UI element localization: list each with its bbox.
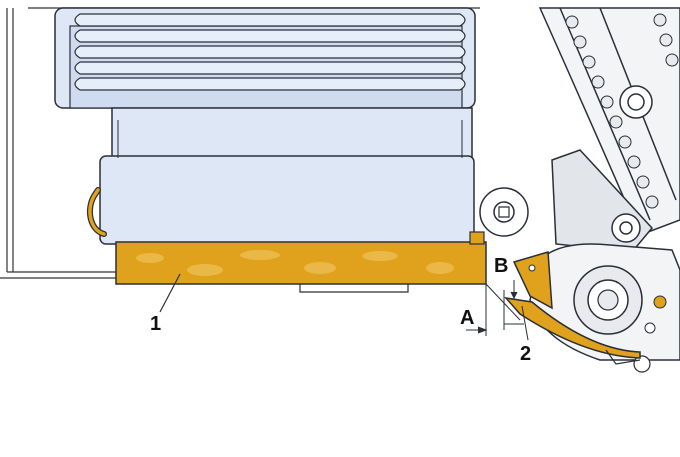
pad-bracket [299, 284, 409, 293]
bracket-link [551, 149, 653, 253]
housing-block [99, 107, 475, 245]
label-part-1: 1 [150, 313, 161, 335]
label-dimension-a: A [460, 307, 474, 329]
part-2-scraper [504, 251, 641, 365]
leader-line-1 [159, 273, 181, 313]
dimension-lines [466, 280, 529, 341]
bellows-folds [74, 13, 466, 91]
label-part-2: 2 [520, 343, 531, 365]
label-dimension-b: B [494, 255, 508, 277]
bellows-assembly [54, 7, 476, 109]
bolt-main [619, 85, 653, 119]
part-1-pad [115, 231, 487, 285]
bolt-small [479, 187, 529, 237]
